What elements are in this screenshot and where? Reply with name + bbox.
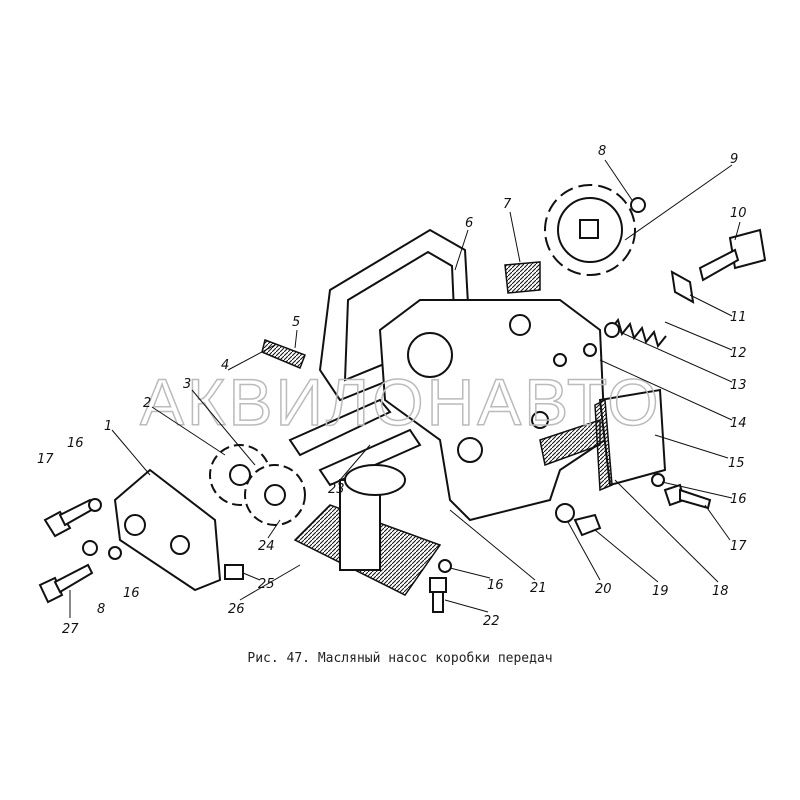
callout-24: 24	[258, 539, 275, 554]
callout-14: 14	[730, 416, 747, 431]
callout-16: 16	[730, 492, 747, 507]
callout-16-c: 16	[123, 586, 140, 601]
callout-8: 8	[598, 144, 606, 159]
leader-lines	[69, 159, 741, 618]
callout-23: 23	[328, 482, 345, 497]
callout-19: 19	[652, 584, 669, 599]
callout-8-b: 8	[97, 602, 105, 617]
callout-22: 22	[483, 614, 500, 629]
callout-20: 20	[595, 582, 612, 597]
callout-18: 18	[712, 584, 729, 599]
callout-21: 21	[530, 581, 547, 596]
callout-11: 11	[730, 310, 747, 325]
callout-3: 3	[183, 377, 191, 392]
callout-10: 10	[730, 206, 747, 221]
callout-15: 15	[728, 456, 745, 471]
callout-16-d: 16	[67, 436, 84, 451]
callout-4: 4	[221, 358, 229, 373]
watermark: АКВИЛОНАВТО	[140, 365, 662, 439]
callout-13: 13	[730, 378, 747, 393]
callout-12: 12	[730, 346, 747, 361]
callout-9: 9	[730, 152, 738, 167]
callout-2: 2	[143, 396, 151, 411]
callout-26: 26	[228, 602, 245, 617]
callout-17: 17	[730, 539, 747, 554]
figure-caption: Рис. 47. Масляный насос коробки передач	[247, 651, 553, 666]
callout-25: 25	[258, 577, 275, 592]
callout-6: 6	[465, 216, 473, 231]
callout-7: 7	[503, 197, 512, 212]
callout-labels: 1 2 3 4 5 6 7 8 9 10 11 12 13 14 15 16 1…	[37, 144, 747, 637]
callout-27: 27	[62, 622, 79, 637]
callout-5: 5	[292, 315, 300, 330]
pump-cover	[113, 468, 222, 592]
callout-1: 1	[104, 419, 112, 434]
callout-16-b: 16	[487, 578, 504, 593]
callout-17-b: 17	[37, 452, 54, 467]
